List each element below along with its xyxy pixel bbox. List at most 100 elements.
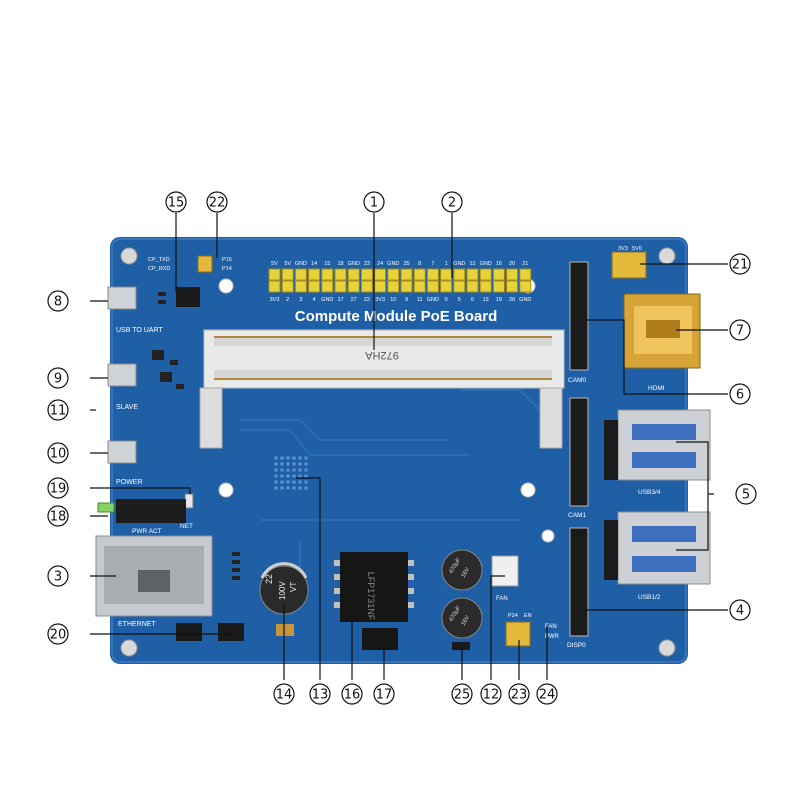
gpio-pin	[519, 280, 532, 293]
via-dot	[304, 456, 308, 460]
gpio-pin	[374, 280, 387, 293]
callout-circle	[47, 442, 69, 464]
label-en: EN	[524, 613, 532, 619]
callout-circle	[729, 599, 751, 621]
callout-16: 16	[341, 683, 363, 705]
via-dot	[292, 480, 296, 484]
gpio-top-label: 25	[403, 261, 409, 267]
usb-ports	[604, 409, 711, 585]
gpio-bottom-label: 17	[337, 297, 343, 303]
gpio-pin	[321, 268, 334, 281]
label-disp0: DISP0	[567, 642, 586, 649]
poe-chip-b	[218, 623, 244, 641]
via-dot	[274, 456, 278, 460]
gpio-pin	[347, 268, 360, 281]
callout-14: 14	[273, 683, 295, 705]
gpio-pin	[308, 268, 321, 281]
fan-connector	[491, 555, 519, 587]
gpio-bottom-label: 27	[351, 297, 357, 303]
usb-uart-port	[107, 286, 137, 310]
callout-22: 22	[206, 191, 228, 213]
cap-voltage: 100V	[278, 581, 287, 600]
callout-10: 10	[47, 442, 69, 464]
callout-number: 21	[732, 258, 749, 273]
via-dot	[280, 486, 284, 490]
callout-circle	[441, 191, 463, 213]
cap-code: VT	[289, 582, 298, 592]
callout-circle	[47, 367, 69, 389]
via-dot	[280, 468, 284, 472]
callout-circle	[480, 683, 502, 705]
gpio-bottom-label: GND	[427, 297, 439, 303]
callout-leaders	[90, 213, 728, 680]
callout-4: 4	[729, 599, 751, 621]
slave-port	[107, 363, 137, 387]
callout-12: 12	[480, 683, 502, 705]
callout-circle	[363, 191, 385, 213]
callout-3: 3	[47, 565, 69, 587]
label-fan: FAN	[496, 596, 508, 602]
gpio-bottom-label: 3V3	[270, 297, 280, 303]
gpio-pin	[400, 268, 413, 281]
callout-number: 7	[736, 324, 744, 339]
gpio-top-label: 15	[324, 261, 330, 267]
callout-number: 22	[209, 196, 226, 211]
label-net: NET	[180, 523, 193, 530]
gpio-pin	[466, 268, 479, 281]
gpio-bottom-label: 4	[313, 297, 316, 303]
via-dot	[274, 468, 278, 472]
gpio-top-label: GND	[387, 261, 399, 267]
callout-circle	[508, 683, 530, 705]
gpio-top-label: GND	[295, 261, 307, 267]
callout-number: 20	[50, 628, 67, 643]
gpio-pin	[387, 280, 400, 293]
callout-circle	[729, 319, 751, 341]
vdd-jumper	[611, 251, 647, 279]
small-cap-b-volt: 16V	[461, 615, 472, 627]
via-dot	[274, 486, 278, 490]
callout-number: 11	[50, 404, 67, 419]
label-cp-txd: CP_TXD	[148, 257, 170, 263]
callout-9: 9	[47, 367, 69, 389]
gpio-pin	[440, 280, 453, 293]
via-dot	[280, 456, 284, 460]
via-dot	[304, 462, 308, 466]
via-grid	[274, 456, 308, 490]
electrolytic-capacitor: 22 100V VT	[259, 562, 309, 615]
gpio-top-label: GND	[348, 261, 360, 267]
callout-8: 8	[47, 290, 69, 312]
gpio-bottom-label: 9	[405, 297, 408, 303]
callout-circle	[536, 683, 558, 705]
callout-number: 4	[736, 604, 744, 619]
gpio-bottom-label: 3	[299, 297, 302, 303]
hdmi-port	[623, 293, 701, 369]
gpio-top-label: 20	[509, 261, 515, 267]
via-dot	[286, 462, 290, 466]
callout-11: 11	[47, 399, 69, 421]
gpio-header	[268, 268, 532, 293]
gpio-top-label: 21	[522, 261, 528, 267]
callout-19: 19	[47, 477, 69, 499]
mounting-hole	[658, 639, 676, 657]
via-dot	[304, 474, 308, 478]
gpio-pin	[347, 280, 360, 293]
gpio-pin	[321, 280, 334, 293]
callout-25: 25	[451, 683, 473, 705]
gpio-pin	[334, 268, 347, 281]
label-p24: P24	[508, 613, 518, 619]
callout-number: 6	[736, 388, 744, 403]
gpio-pin	[308, 280, 321, 293]
label-3v3: 3V3	[618, 246, 628, 252]
callout-number: 18	[50, 510, 67, 525]
gpio-bottom-label: 11	[417, 297, 423, 303]
callout-number: 13	[312, 688, 329, 703]
callout-24: 24	[536, 683, 558, 705]
callout-number: 1	[370, 196, 378, 211]
gpio-pin	[506, 280, 519, 293]
gpio-bottom-label: 10	[390, 297, 396, 303]
via-dot	[292, 474, 296, 478]
via-dot	[286, 468, 290, 472]
gpio-top-label: 8	[418, 261, 421, 267]
